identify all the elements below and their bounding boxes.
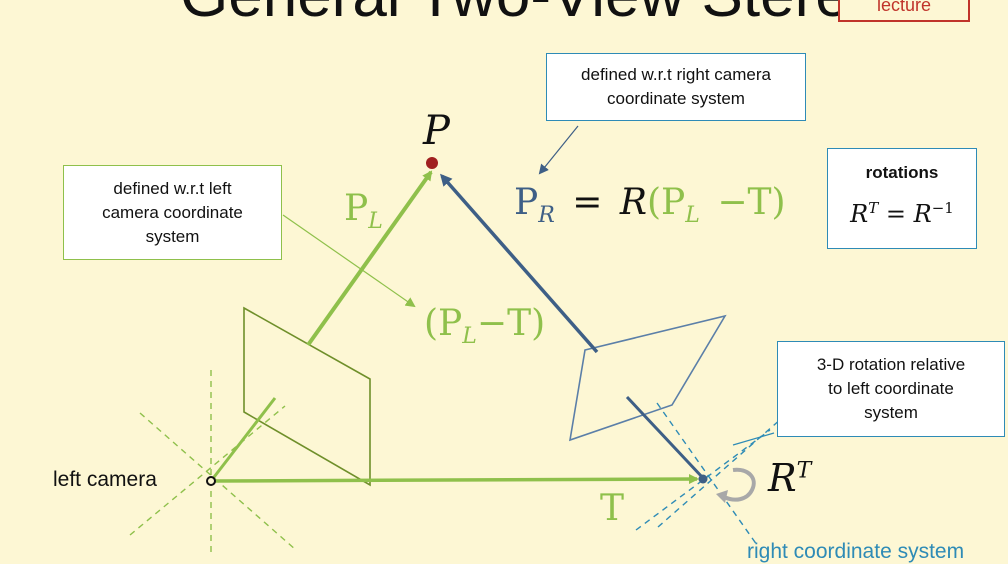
right-camera-center	[698, 474, 708, 484]
right-frame-leader	[538, 125, 579, 175]
left-frame-line-3: system	[145, 226, 200, 246]
rotation-transpose-label: RT	[768, 456, 811, 500]
right-coordinate-label: right coordinate system	[747, 540, 965, 563]
rotation-lhs-sup: T	[868, 199, 879, 217]
translation-label: T	[600, 488, 625, 529]
eq-minus: −	[717, 182, 748, 223]
left-frame-leader	[282, 214, 416, 308]
right-frame-callout: defined w.r.t right camera coordinate sy…	[546, 53, 806, 121]
rotation-rhs-sup: −1	[931, 199, 954, 217]
eq-open: (	[647, 182, 662, 223]
pr-equation: PR = R(PL −T)	[514, 182, 786, 228]
right-camera-axes	[635, 402, 791, 546]
left-frame-line-2: camera coordinate	[102, 202, 243, 222]
difference-label: (PL−T)	[424, 303, 545, 349]
rotation-rhs-r: R	[913, 200, 932, 228]
pl-vector	[306, 170, 433, 347]
left-camera-label: left camera	[53, 468, 157, 491]
diff-sub: L	[462, 324, 477, 350]
pr-main: P	[514, 182, 539, 223]
right-ray	[625, 395, 705, 480]
rotations-heading: rotations	[865, 163, 939, 182]
rotation-relative-line-3: system	[864, 403, 918, 422]
left-ray	[209, 397, 277, 482]
pl-main: P	[344, 188, 369, 229]
rotation-relative-line-1: 3-D rotation relative	[816, 355, 966, 374]
right-frame-line-1: defined w.r.t right camera	[581, 65, 771, 84]
pl-sub: L	[368, 209, 383, 235]
left-camera-axes	[129, 370, 297, 556]
slide-title: General Two-View Stereo	[180, 0, 884, 31]
translation-vector	[211, 474, 699, 485]
eq-equals: =	[572, 182, 603, 223]
rotations-callout: rotations RT = R−1	[827, 148, 977, 249]
rotation-lhs-r: R	[850, 200, 869, 228]
pl-label: PL	[344, 188, 383, 234]
eq-close: )	[771, 182, 786, 223]
left-camera-center	[206, 476, 216, 486]
left-frame-line-1: defined w.r.t left	[113, 178, 232, 198]
left-image-plane	[243, 306, 371, 487]
point-label: P	[423, 108, 450, 154]
rt-sup: T	[796, 458, 812, 484]
rotation-relative-callout: 3-D rotation relative to left coordinate…	[777, 341, 1005, 437]
curved-arrow-icon	[723, 467, 756, 502]
rotation-leader	[732, 432, 775, 446]
diff-open: (	[424, 303, 439, 344]
rt-r: R	[768, 456, 797, 500]
lecture-badge: lecture	[838, 0, 970, 22]
left-frame-callout: defined w.r.t left camera coordinate sys…	[63, 165, 282, 260]
diff-t: T	[507, 303, 532, 344]
eq-r: R	[619, 182, 647, 223]
rotation-equals: =	[885, 200, 906, 228]
pr-sub: R	[538, 203, 555, 229]
right-image-plane	[568, 314, 727, 442]
eq-p: P	[661, 182, 686, 223]
diff-p: P	[438, 303, 463, 344]
point-p	[426, 157, 438, 169]
diff-close: )	[531, 303, 546, 344]
eq-psub: L	[685, 203, 700, 229]
pr-vector	[440, 173, 599, 354]
diff-minus: −	[476, 303, 508, 344]
eq-t: T	[747, 182, 772, 223]
right-frame-line-2: coordinate system	[607, 89, 745, 108]
rotation-identity: RT = R−1	[850, 191, 954, 231]
rotation-relative-line-2: to left coordinate	[828, 379, 954, 398]
